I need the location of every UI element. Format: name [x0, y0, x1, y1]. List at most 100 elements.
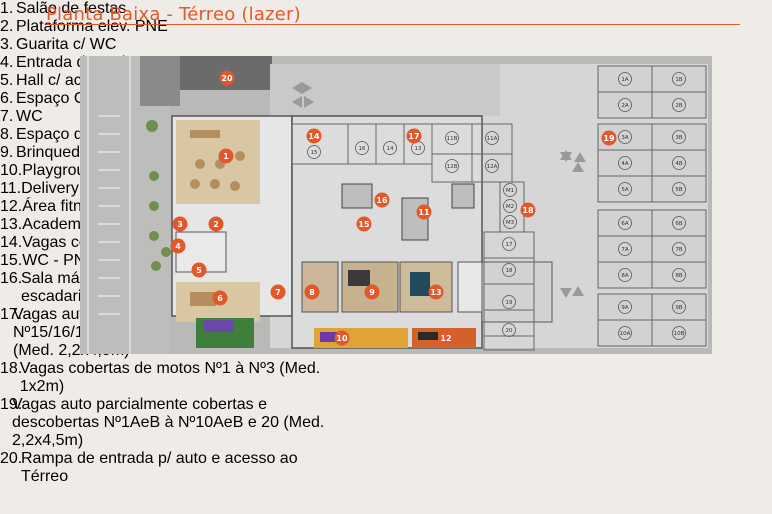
stall-label: 9A: [621, 305, 628, 311]
stall-label: 10A: [620, 331, 631, 337]
stall-label: 16: [359, 146, 366, 152]
stall-label: 2A: [621, 103, 628, 109]
legend-number: 5.: [0, 72, 14, 89]
stall-label: 5B: [675, 187, 682, 193]
stall-circle: [672, 216, 686, 230]
stall-circle: [618, 98, 632, 112]
stall-label: 8B: [675, 273, 682, 279]
legend-item: 19.Vagas auto parcialmente cobertas e de…: [0, 396, 330, 450]
marker-circle: [304, 284, 320, 300]
legend-number: 7.: [0, 108, 14, 125]
stall-label: 2B: [675, 103, 682, 109]
legend-text: Salão de festas: [16, 0, 127, 17]
title-divider: [46, 24, 740, 25]
legend-item: 7.WC: [0, 108, 772, 126]
stall-circle: [502, 237, 516, 251]
legend-number: 10.: [0, 162, 23, 179]
marker-label: 13: [430, 288, 441, 297]
marker-circle: [219, 70, 235, 86]
stall-circle: [502, 295, 516, 309]
stall-circle: [618, 300, 632, 314]
stall-label: 12B: [447, 164, 458, 170]
stall-label: 7A: [621, 247, 628, 253]
marker-circle: [416, 204, 432, 220]
stall-label: M1: [506, 188, 514, 194]
page-title: Planta Baixa - Térreo (lazer): [46, 4, 301, 25]
stall-label: 12A: [487, 164, 498, 170]
legend-number: 1.: [0, 0, 14, 17]
stall-circle: [618, 242, 632, 256]
stall-circle: [618, 156, 632, 170]
marker-label: 1: [223, 152, 229, 161]
marker-label: 19: [603, 134, 615, 143]
marker-label: 2: [213, 220, 219, 229]
marker-label: 15: [358, 220, 370, 229]
legend-number: 20.: [0, 450, 23, 467]
marker-circle: [306, 128, 322, 144]
marker-circle: [356, 216, 372, 232]
marker-label: 4: [175, 242, 181, 251]
marker-label: 10: [336, 334, 348, 343]
stall-circle: [618, 72, 632, 86]
stall-label: 14: [387, 146, 394, 152]
stall-circle: [672, 182, 686, 196]
legend-number: 2.: [0, 18, 14, 35]
legend-item: 18.Vagas cobertas de motos Nº1 à Nº3 (Me…: [0, 360, 330, 396]
stall-circle: [503, 199, 517, 213]
stall-label: 11A: [487, 136, 498, 142]
marker-label: 3: [177, 220, 183, 229]
stall-label: 13: [415, 146, 422, 152]
legend-number: 16.: [0, 270, 23, 287]
stall-circle: [672, 268, 686, 282]
marker-label: 17: [408, 132, 419, 141]
legend-text: Vagas cobertas de motos Nº1 à Nº3 (Med. …: [19, 360, 321, 395]
marker-circle: [172, 216, 188, 232]
marker-circle: [406, 128, 422, 144]
stall-label: 4B: [675, 161, 682, 167]
marker-label: 8: [309, 288, 315, 297]
stall-label: 1B: [675, 77, 682, 83]
legend-number: 17.: [0, 306, 23, 323]
marker-circle: [374, 192, 390, 208]
marker-circle: [520, 202, 536, 218]
salao-furniture: [190, 130, 245, 191]
stall-circle: [618, 182, 632, 196]
legend-item: 13.Academia: [0, 216, 330, 234]
stall-circle: [618, 130, 632, 144]
marker-label: 7: [275, 288, 281, 297]
stall-label: 11B: [447, 136, 458, 142]
stall-labels: 1A2A3A4A5A6A7A8A9A10A1B2B3B4B5B6B7B8B9B1…: [307, 72, 686, 340]
legend-item: 1.Salão de festas: [0, 0, 772, 18]
stall-label: 1A: [621, 77, 628, 83]
stall-circle: [503, 215, 517, 229]
stall-circle: [672, 242, 686, 256]
legend-number: 13.: [0, 216, 23, 233]
academia-wall: [457, 261, 483, 313]
stall-label: 6B: [675, 221, 682, 227]
academia-room: [481, 261, 553, 323]
stall-circle: [485, 159, 499, 173]
stall-label: 10B: [674, 331, 685, 337]
marker-circle: [212, 290, 228, 306]
stall-circle: [445, 159, 459, 173]
stall-label: 20: [506, 328, 513, 334]
stall-circle: [383, 141, 397, 155]
stall-label: 6A: [621, 221, 628, 227]
playground-toy: [320, 332, 346, 342]
garden-rug: [204, 320, 234, 332]
street-stripes: [87, 56, 131, 354]
stall-label: 3B: [675, 135, 682, 141]
legend-text: WC - PNE: [22, 252, 97, 269]
marker-circle: [364, 284, 380, 300]
marker-label: 11: [418, 208, 430, 217]
legend-number: 3.: [0, 36, 14, 53]
stall-label: 18: [506, 268, 513, 274]
marker-circle: [270, 284, 286, 300]
stall-circle: [672, 300, 686, 314]
stall-label: M3: [506, 220, 515, 226]
legend-text: Guarita c/ WC: [16, 36, 117, 53]
stall-circle: [672, 72, 686, 86]
legend-number: 14.: [0, 234, 23, 251]
